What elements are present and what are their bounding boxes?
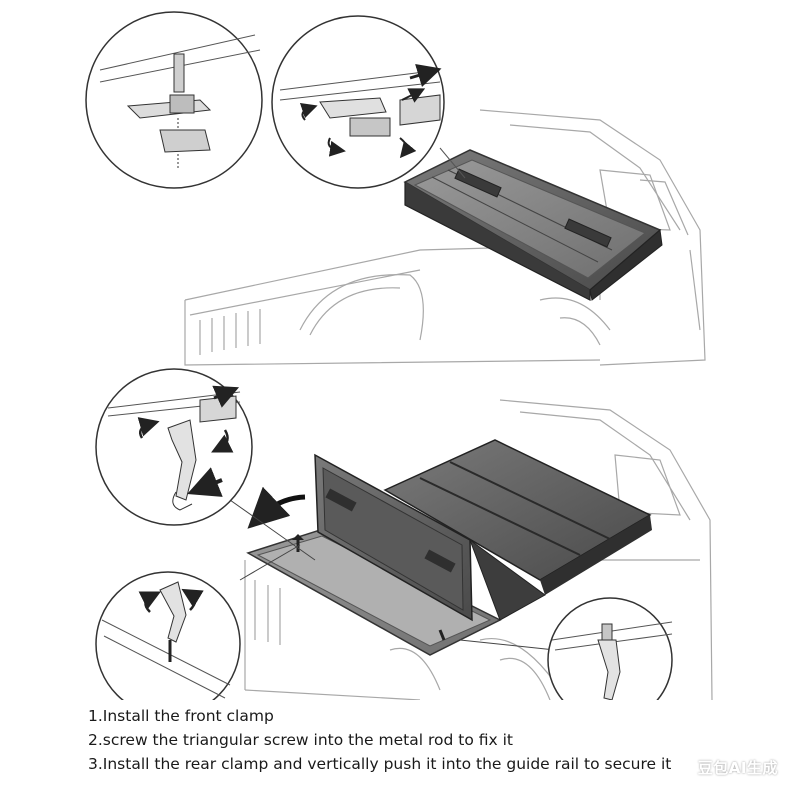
step-2-text: 2.screw the triangular screw into the me… — [88, 731, 513, 749]
clamp-rotation-detail — [271, 15, 445, 189]
rear-clamp-detail — [95, 368, 253, 526]
folded-tonneau-cover — [246, 439, 652, 656]
step-3-text: 3.Install the rear clamp and vertically … — [88, 755, 672, 773]
rail-clamp-detail — [95, 571, 241, 700]
fold-direction-arrow — [247, 486, 306, 529]
step-1-text: 1.Install the front clamp — [88, 707, 274, 725]
front-clamp-detail — [85, 11, 263, 189]
callout-lines-top — [439, 147, 466, 179]
instructions-list: 1.Install the front clamp 2.screw the tr… — [88, 704, 788, 776]
installation-figure — [85, 11, 713, 700]
callout-lines-bottom — [229, 499, 556, 651]
latch-detail — [547, 597, 673, 700]
watermark-text: 豆包AI生成 — [697, 759, 778, 777]
